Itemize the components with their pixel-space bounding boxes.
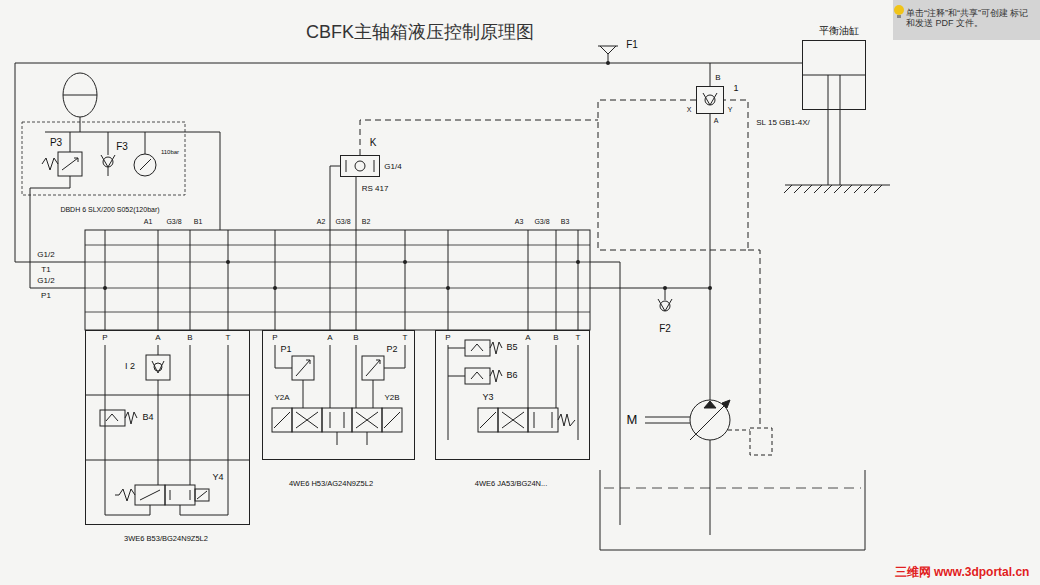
component-name: 平衡油缸	[818, 25, 860, 36]
valve-symbols	[85, 340, 578, 515]
port-label: B	[352, 334, 359, 343]
callout-label: P2	[385, 345, 398, 355]
model-code: SL 15 GB1-4X/	[755, 119, 811, 128]
port-label: A	[326, 334, 333, 343]
thread-size: G3/8	[334, 218, 351, 226]
callout-label: B5	[505, 343, 518, 353]
callout-letter: K	[369, 137, 378, 148]
port-label: T1	[40, 266, 51, 275]
port-label: P1	[40, 292, 52, 301]
port-label: T	[402, 334, 409, 343]
shuttle-valve: KG1/4RS 417	[340, 155, 380, 177]
port-label: A1	[143, 218, 154, 226]
callout-label: I 2	[124, 362, 136, 372]
pipe-connector	[710, 63, 802, 86]
port-label: Y	[727, 106, 734, 114]
callout-number: 1	[732, 84, 739, 94]
pipe-network	[15, 46, 890, 550]
pipe-connector	[330, 166, 340, 330]
thread-size: G3/8	[533, 218, 550, 226]
callout-label: B6	[505, 371, 518, 381]
port-label: X	[686, 106, 693, 114]
thread-size: G3/8	[165, 218, 182, 226]
watermark: 三维网 www.3dportal.cn	[894, 566, 1031, 579]
callout-label: P3	[49, 137, 63, 148]
model-code: DBDH 6 SLX/200 S052(120bar)	[59, 206, 160, 214]
port-label: T	[575, 334, 582, 343]
motor-label: M	[626, 413, 639, 427]
port-label: B2	[361, 218, 372, 226]
port-label: B	[186, 334, 193, 343]
callout-label: F1	[625, 39, 639, 50]
solenoid-label: Y2A	[273, 394, 290, 403]
solenoid-label: Y4	[211, 473, 224, 483]
pipe-connector	[356, 177, 357, 330]
port-label: A	[524, 334, 531, 343]
gauge-range: 110bar	[160, 149, 180, 156]
port-label: A2	[316, 218, 327, 226]
port-label: A	[713, 117, 720, 125]
diagram-title: CBFK主轴箱液压控制原理图	[306, 23, 534, 43]
port-label: A	[154, 334, 161, 343]
thread-size: G1/2	[36, 251, 55, 260]
port-label: P	[101, 334, 108, 343]
port-label: B	[552, 334, 559, 343]
pdf-popup	[893, 0, 1040, 40]
callout-label: P1	[279, 345, 292, 355]
model-code: 3WE6 B53/BG24N9Z5L2	[123, 535, 209, 543]
port-label: B	[714, 74, 721, 83]
model-code: 4WE6 JA53/BG24N...	[474, 480, 549, 488]
solenoid-label: Y3	[481, 393, 494, 403]
popup-text: 单击“注释”和“共享”可创建 标记和发送 PDF 文件。	[905, 9, 1035, 29]
port-label: B1	[193, 218, 204, 226]
port-label: P	[271, 334, 278, 343]
callout-label: F2	[658, 323, 672, 334]
callout-label: F3	[115, 141, 129, 152]
port-label: A3	[514, 218, 525, 226]
callout-label: B4	[141, 413, 154, 423]
port-label: T	[225, 334, 232, 343]
port-label: B3	[560, 218, 571, 226]
model-code: 4WE6 H53/AG24N9Z5L2	[288, 480, 374, 488]
balance-cylinder: 平衡油缸	[802, 40, 866, 110]
port-label: P	[444, 334, 451, 343]
solenoid-label: Y2B	[383, 394, 400, 403]
port-size: G1/4	[383, 163, 402, 172]
junction-dots	[103, 61, 712, 290]
valve-block: 3WE6 B53/BG24N9Z5L2	[85, 330, 250, 525]
thread-size: G1/2	[36, 277, 55, 286]
check-valve: 1SL 15 GB1-4X/	[696, 86, 724, 114]
model-code: RS 417	[361, 185, 390, 194]
